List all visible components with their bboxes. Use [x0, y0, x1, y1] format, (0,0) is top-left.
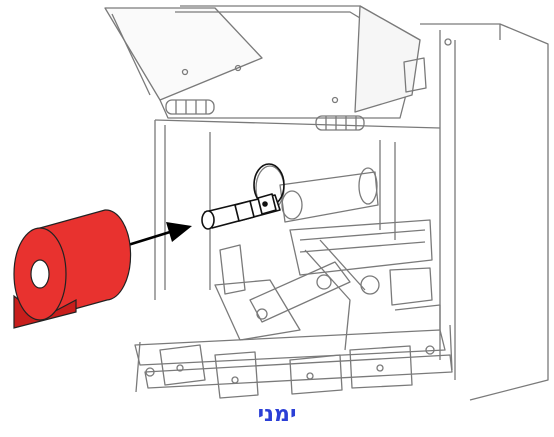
hinge-left [165, 99, 215, 115]
insert-arrow-icon [127, 222, 192, 247]
caption-label: ימני [257, 402, 297, 427]
ribbon-spindle-icon [201, 163, 285, 230]
printer-mechanism-icon [104, 5, 549, 401]
hinge-right [315, 115, 365, 131]
ribbon-roll-icon [13, 209, 132, 329]
